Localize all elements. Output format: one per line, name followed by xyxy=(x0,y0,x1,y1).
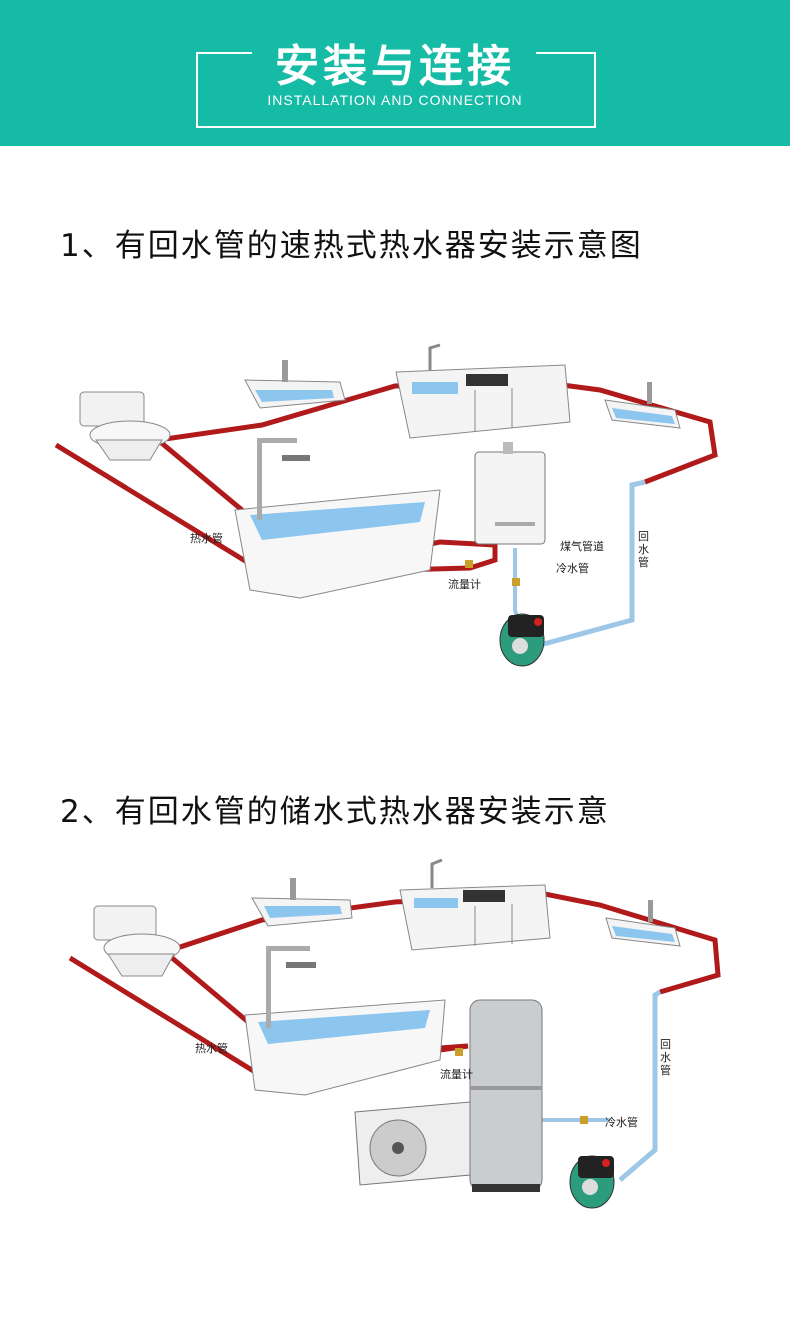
circulation-pump-icon xyxy=(499,613,545,667)
return-pipe-label-3: 管 xyxy=(638,555,649,569)
air-conditioner-outdoor-unit-icon xyxy=(354,1101,471,1186)
bathtub-icon xyxy=(244,946,446,1096)
cold-pipe-label: 冷水管 xyxy=(556,561,589,575)
return-water-pipe xyxy=(539,479,646,648)
cold-pipe-label: 冷水管 xyxy=(605,1115,638,1129)
kitchen-cabinet-icon xyxy=(395,343,571,439)
storage-water-heater-icon xyxy=(469,999,543,1192)
flowmeter-icon xyxy=(455,1048,463,1056)
header-frame-line-left xyxy=(196,52,252,54)
return-pipe-label-1: 回 xyxy=(638,530,649,543)
header-frame-line-right xyxy=(536,52,594,54)
section2-title: 2、有回水管的储水式热水器安装示意 xyxy=(60,794,610,830)
flowmeter-label: 流量计 xyxy=(448,577,481,591)
hot-pipe-label: 热水管 xyxy=(195,1041,228,1055)
wash-basin-icon xyxy=(605,900,681,947)
return-water-pipe xyxy=(618,989,662,1182)
wash-basin-icon xyxy=(251,878,353,927)
valve-icon xyxy=(512,578,520,586)
flowmeter-label: 流量计 xyxy=(440,1067,473,1081)
flowmeter-icon xyxy=(465,560,473,568)
return-pipe-label-3: 管 xyxy=(660,1063,671,1077)
kitchen-cabinet-icon xyxy=(399,858,551,951)
header-title: 安装与连接 xyxy=(275,41,515,92)
bathtub-icon xyxy=(234,438,441,599)
instant-water-heater-icon xyxy=(474,442,546,545)
header-subtitle: INSTALLATION AND CONNECTION xyxy=(267,92,523,108)
return-pipe-label-2: 水 xyxy=(660,1051,671,1064)
circulation-pump-icon xyxy=(569,1155,615,1209)
instant-heater-diagram: 热水管 流量计 煤气管道 冷水管 回 水 管 xyxy=(54,343,718,667)
toilet-icon xyxy=(79,391,171,461)
toilet-icon xyxy=(93,905,181,977)
valve-icon xyxy=(580,1116,588,1124)
storage-heater-diagram: 热水管 流量计 冷水管 回 水 管 xyxy=(68,858,721,1209)
gas-pipe-label: 煤气管道 xyxy=(560,539,604,553)
wash-basin-icon xyxy=(604,382,681,429)
wash-basin-icon xyxy=(244,360,346,409)
header-frame xyxy=(196,52,596,128)
return-pipe-label-2: 水 xyxy=(638,543,649,556)
return-pipe-label-1: 回 xyxy=(660,1038,671,1051)
hot-pipe-label: 热水管 xyxy=(190,531,223,545)
section1-title: 1、有回水管的速热式热水器安装示意图 xyxy=(60,228,643,264)
header-banner xyxy=(0,0,790,146)
